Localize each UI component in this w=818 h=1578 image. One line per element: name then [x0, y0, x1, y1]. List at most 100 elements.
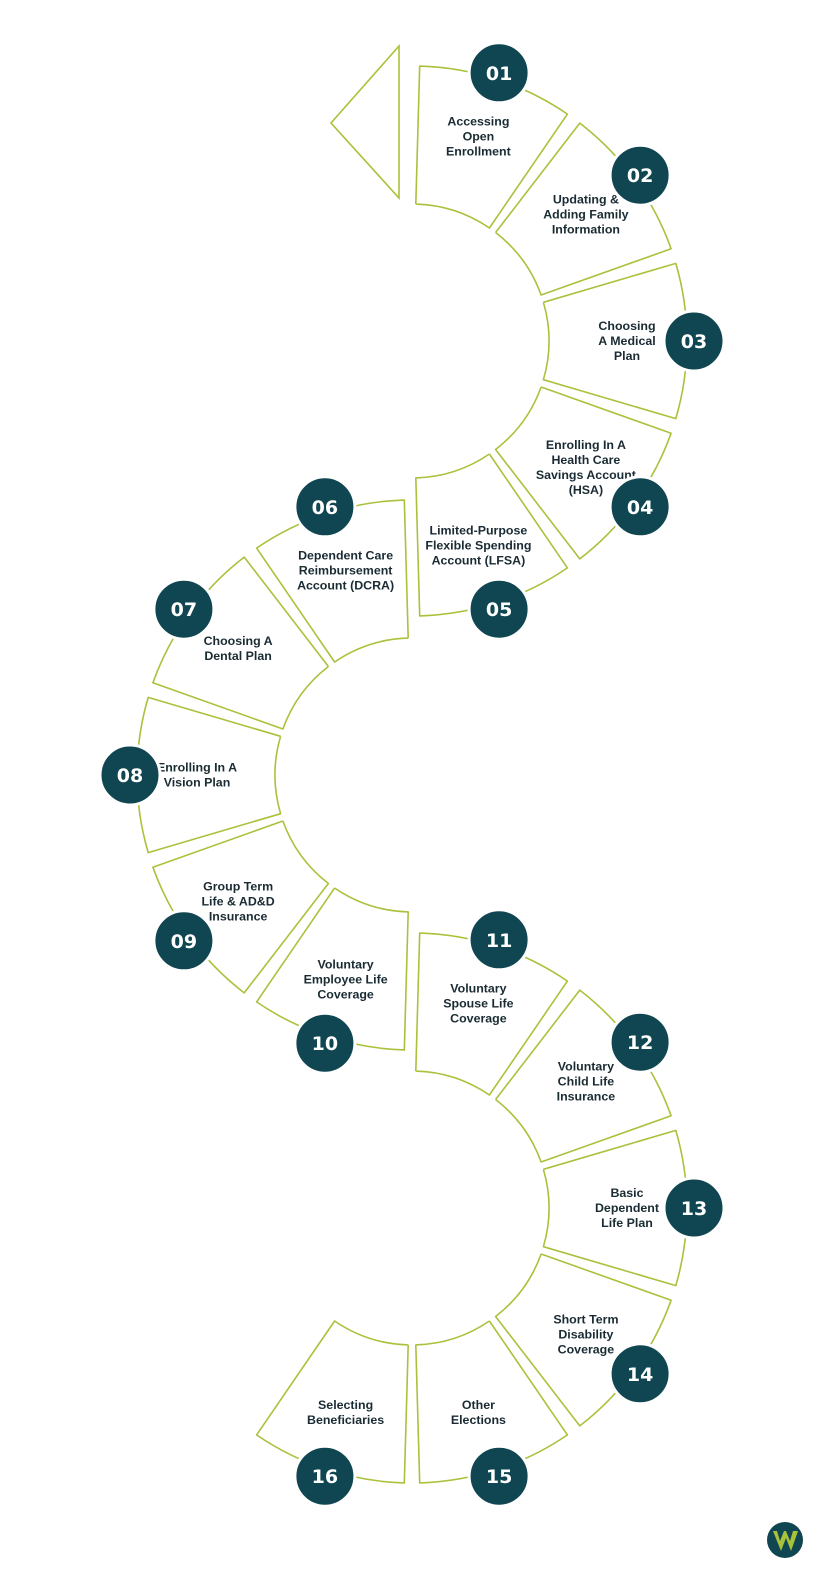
step-number-circle — [98, 743, 162, 807]
step-02-label-line: Adding Family — [543, 208, 628, 222]
step-13-label-line: Basic — [610, 1186, 643, 1200]
step-06-segment — [255, 499, 409, 663]
step-10-label-line: Employee Life — [304, 973, 388, 987]
step-number-circle — [152, 577, 216, 641]
company-logo-icon — [767, 1522, 803, 1558]
start-arrow-icon — [329, 43, 400, 201]
step-12-label-line: Voluntary — [558, 1060, 614, 1074]
step-01-segment — [415, 65, 569, 229]
step-number-circle — [608, 1342, 672, 1406]
step-05-label-line: Limited-Purpose — [430, 524, 528, 538]
step-number-text: 09 — [171, 931, 197, 953]
step-05-segment — [415, 453, 569, 617]
step-03-label-line: A Medical — [598, 334, 655, 348]
step-number-text: 06 — [312, 497, 338, 519]
step-05-label-line: Flexible Spending — [425, 539, 531, 553]
step-number-text: 11 — [486, 930, 512, 952]
step-09-badge: 09 — [152, 909, 216, 973]
step-number-text: 03 — [681, 331, 707, 353]
step-04-label-line: Savings Account — [536, 468, 636, 482]
step-03-label-line: Choosing — [598, 319, 655, 333]
step-10-badge: 10 — [293, 1011, 357, 1075]
step-14-label-line: Coverage — [558, 1342, 615, 1356]
step-01-badge: 01 — [467, 41, 531, 105]
step-number-circle — [608, 1010, 672, 1074]
step-06-label-line: Reimbursement — [299, 564, 393, 578]
step-07-label-line: Dental Plan — [204, 649, 271, 663]
step-number-text: 14 — [627, 1364, 653, 1386]
step-11-label-line: Voluntary — [450, 982, 506, 996]
step-16-badge: 16 — [293, 1444, 357, 1508]
step-04-label-line: (HSA) — [569, 483, 603, 497]
step-number-circle — [293, 1011, 357, 1075]
step-14-segment — [494, 1253, 672, 1427]
step-01-label-line: Accessing — [447, 115, 509, 129]
step-12-label-line: Child Life — [558, 1075, 615, 1089]
step-09-segment — [152, 820, 330, 994]
step-number-circle — [467, 1444, 531, 1508]
step-number-circle — [293, 1444, 357, 1508]
step-number-circle — [608, 475, 672, 539]
step-10-segment — [255, 887, 409, 1051]
step-15-segment — [415, 1320, 569, 1484]
step-03-badge: 03 — [662, 309, 726, 373]
step-15-label-line: Elections — [451, 1413, 506, 1427]
step-09-label-line: Insurance — [209, 909, 268, 923]
step-02-badge: 02 — [608, 143, 672, 207]
step-15-label-line: Other — [462, 1398, 495, 1412]
step-05-badge: 05 — [467, 577, 531, 641]
step-16-label-line: Beneficiaries — [307, 1413, 384, 1427]
step-11-label-line: Spouse Life — [443, 997, 513, 1011]
step-01-label-line: Enrollment — [446, 145, 511, 159]
step-13-badge: 13 — [662, 1176, 726, 1240]
step-03-segment — [542, 262, 688, 420]
step-13-segment — [542, 1129, 688, 1287]
step-number-text: 15 — [486, 1466, 512, 1488]
step-06-label-line: Account (DCRA) — [297, 579, 394, 593]
step-number-text: 01 — [486, 63, 512, 85]
step-number-circle — [293, 475, 357, 539]
step-12-segment — [494, 989, 672, 1163]
step-number-circle — [152, 909, 216, 973]
step-number-circle — [467, 41, 531, 105]
step-07-label-line: Choosing A — [204, 634, 273, 648]
step-16-segment — [255, 1320, 409, 1484]
step-10-label-line: Voluntary — [317, 958, 373, 972]
step-11-label-line: Coverage — [450, 1012, 507, 1026]
step-02-label-line: Information — [552, 223, 620, 237]
step-12-label-line: Insurance — [557, 1090, 616, 1104]
step-13-label-line: Life Plan — [601, 1216, 653, 1230]
step-09-label-line: Group Term — [203, 879, 273, 893]
step-number-text: 05 — [486, 599, 512, 621]
step-14-badge: 14 — [608, 1342, 672, 1406]
step-12-badge: 12 — [608, 1010, 672, 1074]
step-number-circle — [662, 309, 726, 373]
step-06-label-line: Dependent Care — [298, 549, 393, 563]
step-14-label-line: Disability — [558, 1327, 613, 1341]
step-number-circle — [467, 577, 531, 641]
step-05-label-line: Account (LFSA) — [432, 554, 526, 568]
step-11-badge: 11 — [467, 908, 531, 972]
step-15-badge: 15 — [467, 1444, 531, 1508]
step-02-segment — [494, 122, 672, 296]
step-number-text: 08 — [117, 765, 143, 787]
step-11-segment — [415, 932, 569, 1096]
step-number-text: 04 — [627, 497, 653, 519]
step-number-text: 12 — [627, 1032, 653, 1054]
step-10-label-line: Coverage — [317, 988, 374, 1002]
step-04-segment — [494, 386, 672, 560]
step-segments — [136, 65, 688, 1484]
step-number-text: 16 — [312, 1466, 338, 1488]
step-02-label-line: Updating & — [553, 193, 619, 207]
